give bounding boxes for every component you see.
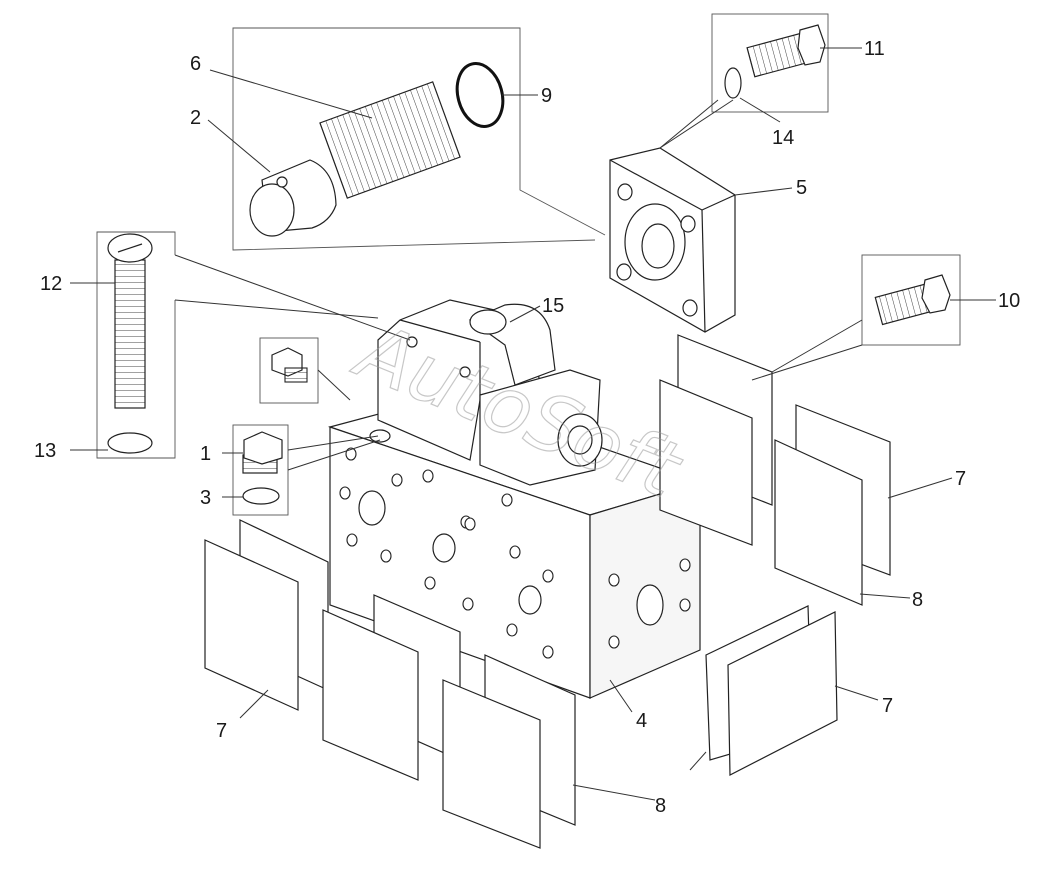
- callout-4: 4: [636, 710, 647, 732]
- callout-9: 9: [541, 85, 552, 107]
- bolt-11: [724, 24, 826, 99]
- valve-spool: [249, 159, 337, 237]
- callout-7-upper-right: 7: [955, 468, 966, 490]
- bolt-10: [874, 274, 951, 326]
- group-box-valve-insert: [232, 27, 606, 251]
- callout-2: 2: [190, 107, 201, 129]
- callout-10: 10: [998, 290, 1020, 312]
- solenoid-valve: [369, 299, 603, 486]
- callout-7-lower-right: 7: [882, 695, 893, 717]
- valve-block: [327, 394, 702, 699]
- callout-8-upper-right: 8: [912, 589, 923, 611]
- callout-11: 11: [864, 38, 885, 60]
- callout-6: 6: [190, 53, 201, 75]
- spring-washer: [107, 432, 153, 454]
- callout-14: 14: [772, 127, 794, 149]
- group-box-screw-12: [96, 231, 176, 459]
- callout-13: 13: [34, 440, 56, 462]
- group-box-bolt-11: [711, 13, 829, 113]
- callout-3: 3: [200, 487, 211, 509]
- plates-right-upper: [659, 334, 891, 606]
- callout-8-bottom: 8: [655, 795, 666, 817]
- flange-plate: [609, 147, 736, 333]
- plug-small: [271, 347, 308, 383]
- callout-7-left: 7: [216, 720, 227, 742]
- callout-15: 15: [542, 295, 564, 317]
- plates-right-lower: [705, 605, 838, 776]
- o-ring: [455, 62, 505, 128]
- screw-12: [107, 233, 153, 454]
- callout-5: 5: [796, 177, 807, 199]
- leader-lines: [70, 47, 996, 801]
- callout-1: 1: [200, 443, 211, 465]
- callout-12: 12: [40, 273, 62, 295]
- compression-spring: [319, 81, 461, 199]
- plates-left-lower: [204, 519, 576, 849]
- plug-1: [242, 431, 283, 505]
